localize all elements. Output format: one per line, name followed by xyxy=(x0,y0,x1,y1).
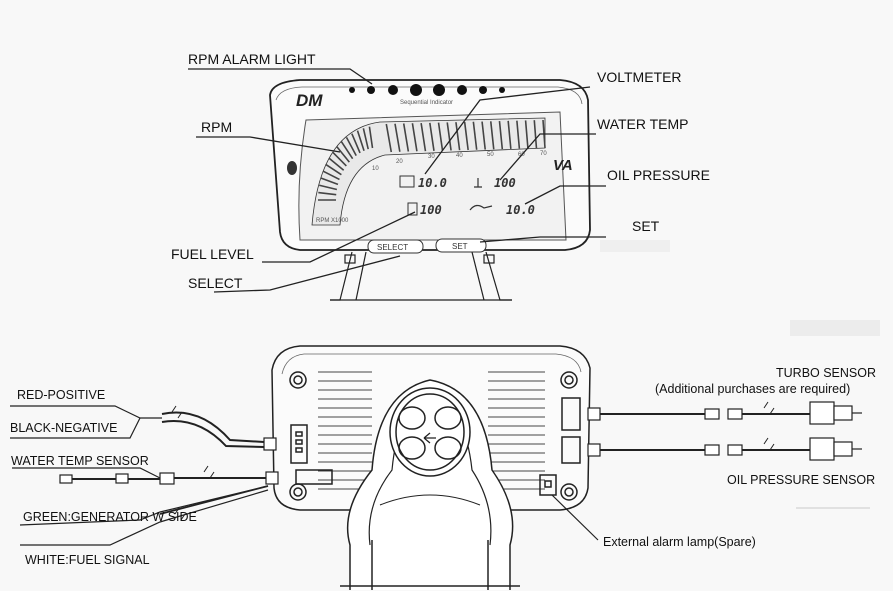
label-white-fuel-signal: WHITE:FUEL SIGNAL xyxy=(25,553,150,567)
rpm-bar xyxy=(533,120,538,149)
mode-letters: VA xyxy=(553,157,573,174)
rpm-bar xyxy=(320,177,339,186)
rpm-bar xyxy=(340,141,354,160)
connector-bottom-left xyxy=(295,469,333,485)
rpm-bar xyxy=(325,163,342,176)
water-temp-readout: 100 xyxy=(494,176,516,190)
rpm-unit: RPM X1000 xyxy=(316,218,349,224)
alarm-lamp-connector xyxy=(539,474,557,496)
rpm-bargraph xyxy=(311,117,546,226)
rpm-scale-label: 30 xyxy=(428,154,435,160)
rpm-bar xyxy=(472,121,478,150)
select-button-label: SELECT xyxy=(377,243,408,252)
label-turbo-note: (Additional purchases are required) xyxy=(655,382,851,396)
light-sensor xyxy=(287,161,297,175)
rpm-scale-label: 70 xyxy=(540,151,547,157)
top-leader-lines xyxy=(188,68,606,293)
rpm-bar xyxy=(362,128,369,150)
label-rpm-alarm-light: RPM ALARM LIGHT xyxy=(188,51,316,67)
fuel-pump-icon xyxy=(407,202,418,216)
connector-turbo xyxy=(561,397,581,431)
rpm-bar xyxy=(481,121,487,150)
alarm-light-8 xyxy=(499,87,505,93)
label-oil-pressure: OIL PRESSURE xyxy=(607,167,710,183)
fuel-readout: 100 xyxy=(420,203,442,217)
label-rpm: RPM xyxy=(201,119,233,135)
alarm-light-6 xyxy=(457,85,467,95)
label-external-alarm-lamp: External alarm lamp(Spare) xyxy=(603,535,756,549)
rpm-bar xyxy=(356,130,365,152)
rpm-bar xyxy=(351,133,361,154)
rpm-bar xyxy=(429,122,435,151)
label-set: SET xyxy=(632,218,660,234)
set-button[interactable]: SET xyxy=(435,238,487,253)
battery-icon xyxy=(399,175,415,188)
oil-pressure-readout: 10.0 xyxy=(506,203,535,217)
rpm-bar xyxy=(516,120,521,149)
mount-bracket xyxy=(346,379,514,590)
rpm-bars xyxy=(318,119,546,201)
rpm-bar xyxy=(446,122,452,151)
rpm-bar xyxy=(319,184,338,191)
rpm-bar xyxy=(498,121,504,150)
label-select: SELECT xyxy=(188,275,243,291)
rpm-bar xyxy=(507,120,512,149)
gauge-stand xyxy=(330,251,512,301)
left-wiring xyxy=(10,405,279,546)
bracket-ring xyxy=(389,387,471,477)
label-turbo-sensor: TURBO SENSOR xyxy=(776,366,877,380)
label-green-generator: GREEN:GENERATOR W SIDE xyxy=(23,510,197,524)
rpm-scale-label: 20 xyxy=(396,159,403,165)
rear-unit xyxy=(271,345,591,590)
rpm-bar xyxy=(437,122,444,151)
rpm-bar xyxy=(402,123,410,152)
rpm-bar xyxy=(322,170,340,181)
rpm-bar xyxy=(489,121,495,150)
indicator-caption: Sequential Indicator xyxy=(400,100,453,106)
oil-can-icon xyxy=(469,204,493,211)
rpm-bar xyxy=(336,146,350,163)
rpm-scale-label: 40 xyxy=(456,153,463,159)
label-black-negative: BLACK-NEGATIVE xyxy=(10,421,118,435)
rpm-bar xyxy=(345,137,357,156)
rpm-bar xyxy=(385,123,393,153)
alarm-light-5 xyxy=(433,84,445,96)
alarm-light-7 xyxy=(479,86,487,94)
rpm-bar xyxy=(411,123,418,152)
rpm-bar xyxy=(328,157,345,171)
label-oil-pressure-sensor: OIL PRESSURE SENSOR xyxy=(727,473,876,487)
rpm-scale-label: 50 xyxy=(487,152,494,158)
rpm-scale-label: 10 xyxy=(372,166,379,172)
rpm-bar xyxy=(394,123,401,152)
rpm-bar xyxy=(368,126,374,149)
rpm-alarm-lights xyxy=(349,84,505,96)
label-red-positive: RED-POSITIVE xyxy=(17,388,106,402)
connector-left xyxy=(290,424,308,464)
alarm-light-1 xyxy=(349,87,355,93)
water-temp-icon xyxy=(474,178,482,188)
right-wiring xyxy=(551,401,862,541)
rpm-bar xyxy=(420,122,427,152)
rpm-bar xyxy=(463,121,469,151)
label-fuel-level: FUEL LEVEL xyxy=(171,246,254,262)
alarm-light-2 xyxy=(367,86,375,94)
rpm-bar xyxy=(332,151,347,167)
label-water-temp: WATER TEMP xyxy=(597,116,689,132)
connector-oil xyxy=(561,436,581,464)
rpm-bar xyxy=(524,120,529,149)
rpm-bar xyxy=(318,191,337,196)
alarm-light-4 xyxy=(410,84,422,96)
rpm-bar xyxy=(455,122,461,151)
voltage-readout: 10.0 xyxy=(418,176,447,190)
set-button-label: SET xyxy=(452,242,468,251)
label-voltmeter: VOLTMETER xyxy=(597,69,682,85)
brand-logo: DM xyxy=(296,91,323,110)
label-water-temp-sensor: WATER TEMP SENSOR xyxy=(11,454,149,468)
alarm-light-3 xyxy=(388,85,398,95)
select-button[interactable]: SELECT xyxy=(367,239,424,254)
